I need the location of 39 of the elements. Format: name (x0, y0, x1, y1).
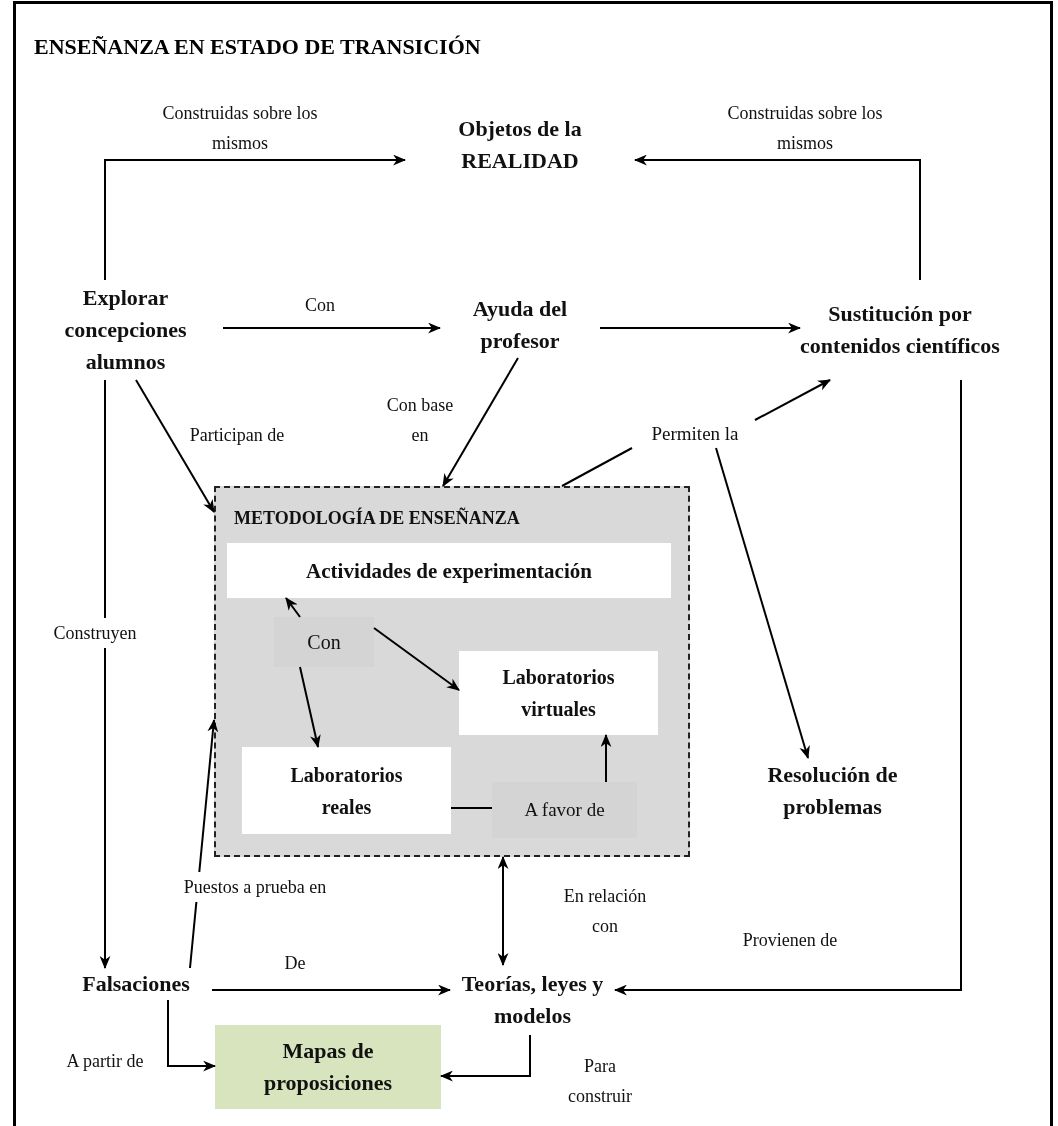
arrow (211, 984, 452, 996)
edge-label: Construyen (53, 618, 137, 648)
arrow (373, 627, 460, 691)
linking-phrase: Con (274, 617, 374, 667)
concept-text: Falsaciones (82, 970, 190, 998)
arrow (135, 379, 215, 513)
linking-phrase: A favor de (492, 782, 637, 838)
concept-box: Mapas de proposiciones (215, 1025, 441, 1109)
concept-text: Resolución de problemas (766, 761, 899, 821)
arrow (167, 999, 217, 1072)
arrow (189, 718, 219, 969)
concept-box: Laboratorios virtuales (459, 651, 658, 735)
double-arrow (497, 855, 509, 967)
arrow (633, 154, 921, 281)
connector-line (450, 807, 493, 809)
diagram-title: ENSEÑANZA EN ESTADO DE TRANSICIÓN (34, 34, 481, 60)
arrow (104, 154, 407, 281)
group-box: METODOLOGÍA DE ENSEÑANZA Actividades de experimentación Con Laboratorios virtuales Laboratorios reales A favor de (214, 486, 690, 857)
concept-text: Explorar concepciones alumnos (63, 284, 188, 376)
arrow (613, 379, 962, 996)
concept-text: Objetos de la REALIDAD (457, 115, 583, 175)
arrow (439, 1034, 531, 1082)
arrow (285, 597, 301, 618)
concept-box: Laboratorios reales (242, 747, 451, 834)
linking-phrase: Permiten la (651, 422, 739, 446)
concept-box: Actividades de experimentación (227, 543, 671, 598)
arrow (222, 322, 442, 334)
arrow (754, 379, 831, 421)
concept-text: Sustitución por contenidos científicos (800, 300, 1000, 360)
arrow (442, 357, 519, 487)
concept-text: Ayuda del profesor (471, 295, 569, 355)
arrow (299, 666, 321, 749)
edge-label: Puestos a prueba en (183, 872, 327, 902)
concept-text: Teorías, leyes y modelos (460, 970, 605, 1030)
arrow (599, 322, 802, 334)
arrow (99, 379, 111, 970)
arrow (600, 733, 612, 783)
arrow (715, 447, 810, 760)
connector-line (561, 447, 633, 487)
